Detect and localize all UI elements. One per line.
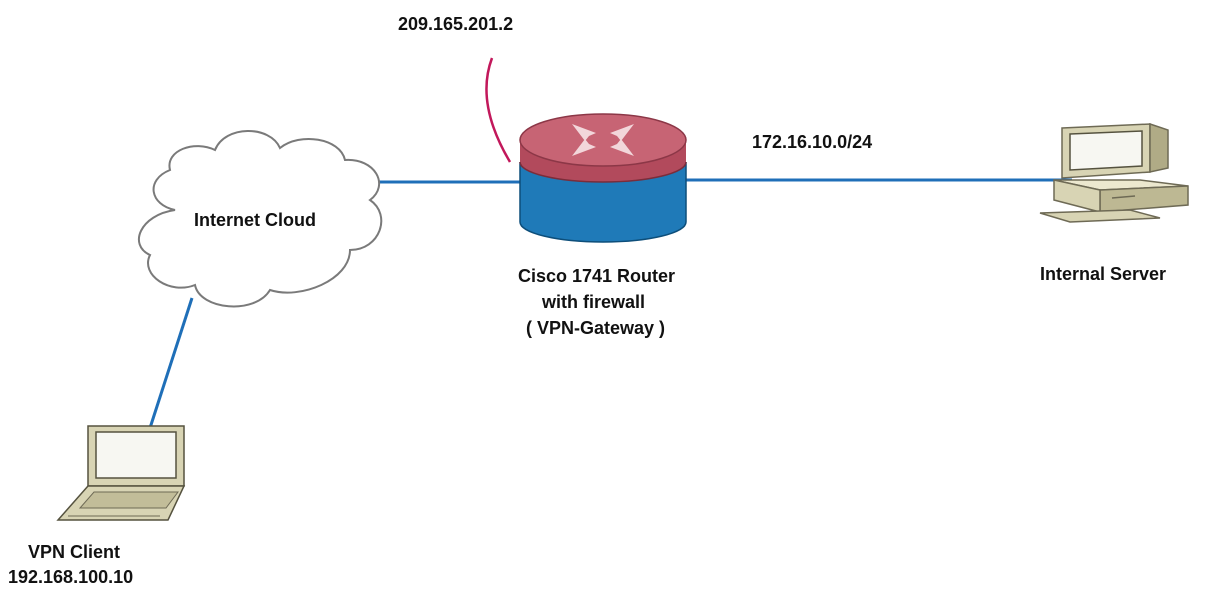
client-to-cloud-link: [148, 297, 194, 429]
router-icon: [519, 113, 687, 243]
router-label-line2: with firewall: [542, 292, 646, 312]
router-label-line3: ( VPN-Gateway ): [526, 318, 666, 338]
public-ip-label: 209.165.201.2: [398, 14, 514, 34]
internal-subnet-label: 172.16.10.0/24: [752, 132, 873, 152]
router-label-line1: Cisco 1741 Router: [518, 266, 676, 286]
desktop-computer-icon: [1039, 122, 1189, 223]
internal-server-label: Internal Server: [1040, 264, 1167, 284]
cloud-icon: [138, 130, 383, 308]
vpn-client-name-label: VPN Client: [28, 542, 121, 562]
vpn-client-ip-label: 192.168.100.10: [8, 567, 134, 587]
internet-cloud-label: Internet Cloud: [194, 210, 316, 230]
laptop-icon: [56, 425, 186, 521]
public-ip-pointer: [485, 57, 512, 163]
